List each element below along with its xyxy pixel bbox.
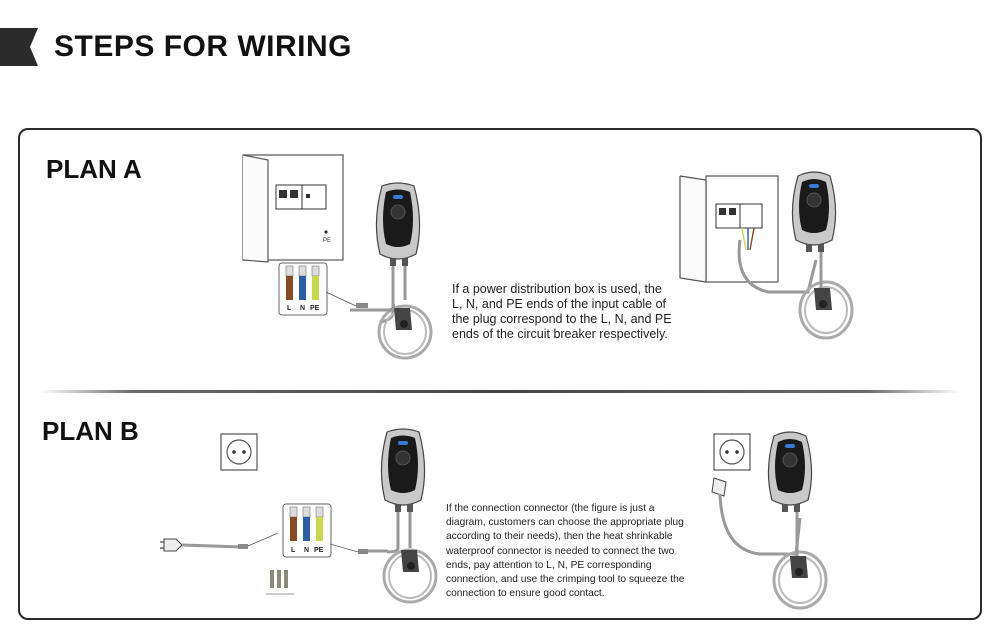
- page-title: STEPS FOR WIRING: [54, 30, 353, 63]
- wire-cross-section-a: L N PE: [278, 262, 328, 316]
- wire-label-pe: PE: [310, 305, 320, 312]
- distribution-box-open: PE: [242, 154, 344, 263]
- plug-cable-b: [160, 532, 279, 552]
- connector-lead-a: [326, 291, 368, 308]
- wire-label-n: N: [300, 305, 305, 312]
- wire-l: [286, 276, 293, 300]
- ev-charger-a: [375, 182, 433, 360]
- charger-input-cable-a: [350, 303, 395, 312]
- wiring-panel: [18, 128, 982, 620]
- pe-terminal-label: PE: [323, 238, 331, 244]
- wire-label-l-b: L: [291, 547, 296, 554]
- plan-b-title: PLAN B: [42, 416, 139, 446]
- connector-lead-b: [330, 543, 388, 554]
- wire-label-pe-b: PE: [314, 547, 324, 554]
- plan-b-description: If the connection connector (the figure …: [446, 503, 685, 600]
- plan-a-description: If a power distribution box is used, the…: [452, 282, 672, 341]
- wire-pe: [312, 276, 319, 300]
- plan-b-assembled: [711, 431, 828, 610]
- plan-a-assembled: [679, 171, 854, 340]
- wire-label-n-b: N: [304, 547, 309, 554]
- ev-charger-b: [380, 428, 438, 604]
- wire-n: [299, 276, 306, 300]
- wire-cross-section-b: L N PE: [282, 503, 332, 558]
- wall-socket-icon: [220, 433, 258, 471]
- header-flag-icon: [0, 28, 38, 66]
- heat-shrink-tubes-icon: [266, 570, 294, 595]
- plan-divider: [40, 390, 960, 393]
- plan-a-title: PLAN A: [46, 154, 142, 184]
- wire-label-l: L: [287, 305, 292, 312]
